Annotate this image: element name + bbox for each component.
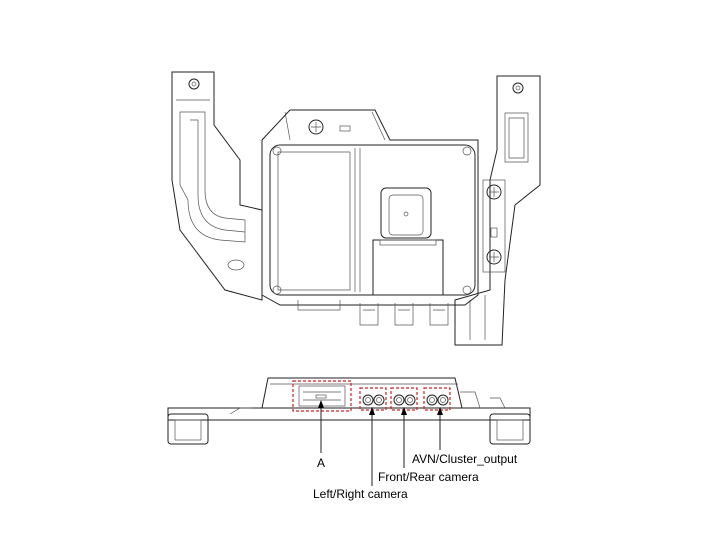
side-view: A AVN/Cluster_output Front/Rear camera L… <box>167 377 531 501</box>
top-view <box>171 71 541 346</box>
main-housing <box>261 109 479 326</box>
leader-lines <box>318 400 443 486</box>
label-avn-cluster-output: AVN/Cluster_output <box>412 452 518 466</box>
left-right-camera-connector <box>359 387 387 411</box>
label-front-rear-camera: Front/Rear camera <box>378 470 479 484</box>
front-rear-camera-connector <box>390 387 418 411</box>
avn-cluster-output-connector <box>423 387 451 411</box>
right-mounting-bracket <box>454 75 541 346</box>
label-connector-a: A <box>317 456 325 470</box>
connector-a <box>292 380 352 412</box>
left-mounting-bracket <box>171 71 263 301</box>
label-left-right-camera: Left/Right camera <box>313 487 408 501</box>
